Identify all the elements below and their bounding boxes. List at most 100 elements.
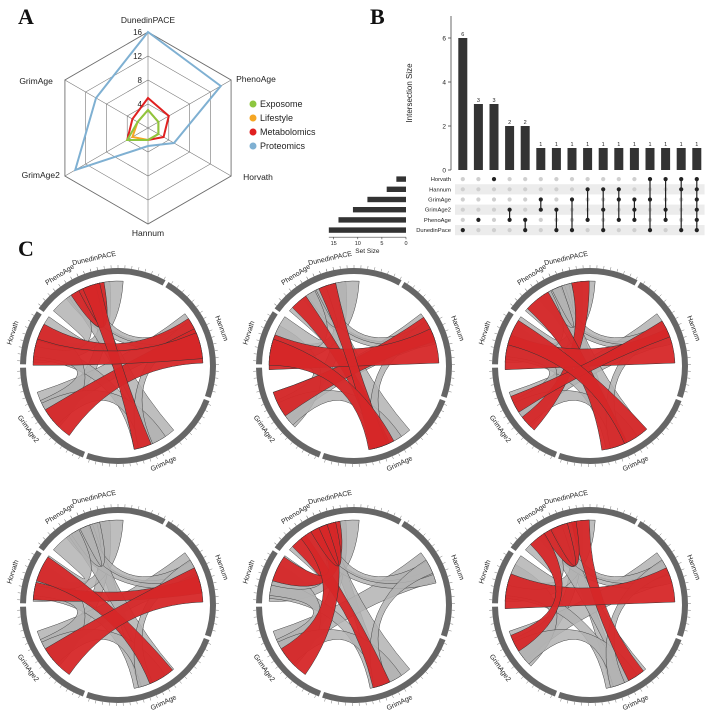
matrix-dot-inactive [632,228,637,233]
chord-tick [39,666,42,669]
chord-tick [496,326,500,328]
legend-marker [249,142,257,150]
chord-sector-arc [510,269,573,312]
set-size-bar [338,217,406,223]
chord-tick [174,685,177,688]
chord-tick [279,671,283,675]
chord-tick [503,313,507,316]
chord-sector-label: Hannum [213,554,229,581]
matrix-dot-inactive [523,177,528,182]
chord-sector-arc [558,398,682,464]
chord-tick [174,446,177,449]
chord-tick [623,271,625,274]
chord-sector-label: Horvath [6,559,20,585]
intersection-bar [536,148,546,170]
chord-tick [531,446,534,449]
chord-tick [555,510,557,513]
panel-a-label: A [18,4,34,29]
chord-tick [524,288,528,292]
intersection-bar [489,104,499,170]
chord-tick [258,397,262,400]
chord-tick [214,623,218,625]
chord-tick [89,507,92,511]
chord-sector-label: Hannum [685,315,701,342]
chord-tick [407,281,410,284]
chord-tick [494,571,498,574]
intersection-bar [567,148,577,170]
chord-tick [531,685,534,688]
radar-tick-label: 16 [133,28,142,37]
radar-tick-label: 8 [138,76,143,85]
chord-tick [492,339,496,341]
chord-tick [319,510,321,513]
chord-tick [550,695,552,699]
chord-tick [686,623,690,625]
chord-tick [203,555,207,558]
chord-tick [499,410,503,413]
chord-sector-label: Horvath [478,559,492,585]
chord-tick [399,515,402,519]
chord-tick [568,506,570,510]
chord-tick [70,276,73,280]
chord-tick [437,655,441,658]
chord-sector-arc [86,637,210,703]
bar-value-label: 6 [461,32,464,38]
chord-tick [629,512,632,516]
chord-tick [191,538,195,541]
set-size-tick-label: 10 [355,241,361,247]
matrix-dot-inactive [476,228,481,233]
chord-sector-label: Horvath [478,320,492,346]
chord-sector-label: GrimAge [150,694,178,712]
chord-tick [332,267,334,271]
chord-tick [672,310,675,313]
radar-chart: DunedinPACEPhenoAgeHorvathHannumGrimAge2… [19,15,316,238]
intersection-bar [505,126,515,170]
chord-tick [685,582,689,584]
chord-tick [678,323,682,325]
chord-sector-label: GrimAge [622,694,650,712]
chord-tick [392,695,394,699]
chord-tick [683,575,687,577]
matrix-dot-inactive [616,177,621,182]
chord-tick [503,416,507,419]
radar-axis-label: GrimAge [19,76,53,86]
chord-sector-label: Horvath [6,320,20,346]
chord-tick [171,520,174,523]
chord-tick [96,506,98,510]
chord-tick [290,681,293,684]
chord-tick [432,305,435,308]
chord-tick [254,346,258,348]
chord-tick [144,507,147,511]
chord-tick [267,655,271,658]
chord-tick [22,571,26,574]
matrix-dot-inactive [460,197,465,202]
chord-tick [449,582,453,584]
radar-series-line [125,108,160,141]
chord-tick [294,284,297,287]
chord-tick [288,288,292,292]
chord-tick [656,676,660,680]
chord-tick [149,697,152,701]
set-size-bar [386,186,406,192]
y-tick-label: 4 [442,80,446,87]
chord-sector-arc [492,367,558,458]
radar-spoke [147,79,232,129]
chord-tick [306,515,309,519]
intersection-bar [551,148,561,170]
matrix-dot-inactive [616,228,621,233]
chord-tick [672,549,675,552]
chord-tick [536,280,539,284]
chord-tick [514,537,518,540]
matrix-dot-inactive [507,228,512,233]
chord-tick [35,661,38,664]
matrix-dot-active [601,187,606,192]
chord-tick [418,289,421,293]
chord-tick [208,404,212,406]
intersection-bar [520,126,530,170]
chord-tick [76,512,79,516]
chord-tick [385,697,388,701]
chord-diagram: DunedinPACEHannumGrimAgeGrimAge2HorvathP… [6,490,229,713]
matrix-dot-inactive [538,228,543,233]
chord-tick [200,310,203,313]
chord-tick [663,299,667,302]
